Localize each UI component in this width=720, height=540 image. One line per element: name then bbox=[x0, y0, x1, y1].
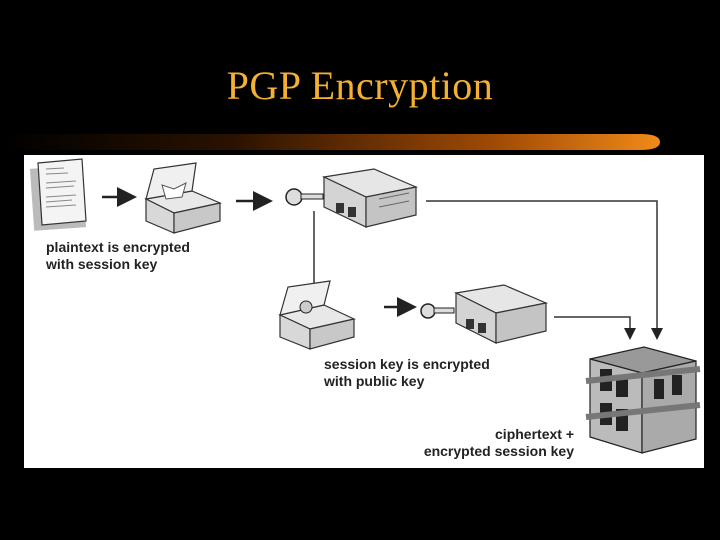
diagram-panel: plaintext is encrypted with session key … bbox=[24, 155, 704, 468]
caption-step2-line2: with public key bbox=[324, 373, 425, 389]
caption-step2-line1: session key is encrypted bbox=[324, 356, 490, 372]
arrow-session-key-to-safe bbox=[554, 316, 636, 340]
caption-result-line1: ciphertext + bbox=[495, 426, 574, 442]
key-icon bbox=[285, 188, 324, 206]
title-underline-bar bbox=[0, 134, 660, 150]
open-box-icon bbox=[144, 162, 222, 234]
caption-result-line2: encrypted session key bbox=[423, 443, 574, 459]
caption-step1-line1: plaintext is encrypted bbox=[46, 239, 190, 255]
locked-box-icon bbox=[322, 168, 419, 228]
caption-step2: session key is encrypted with public key bbox=[324, 356, 490, 390]
caption-step1-line2: with session key bbox=[46, 256, 158, 272]
safe-icon bbox=[585, 346, 701, 454]
slide-title: PGP Encryption bbox=[226, 63, 494, 108]
caption-step1: plaintext is encrypted with session key bbox=[46, 239, 190, 273]
document-icon bbox=[29, 158, 87, 231]
caption-result: ciphertext + encrypted session key bbox=[402, 426, 574, 460]
open-box-icon bbox=[278, 280, 356, 350]
key-icon bbox=[420, 303, 455, 319]
pgp-diagram bbox=[29, 158, 701, 454]
locked-box-icon bbox=[454, 284, 549, 344]
arrow-ciphertext-to-safe bbox=[426, 200, 663, 340]
